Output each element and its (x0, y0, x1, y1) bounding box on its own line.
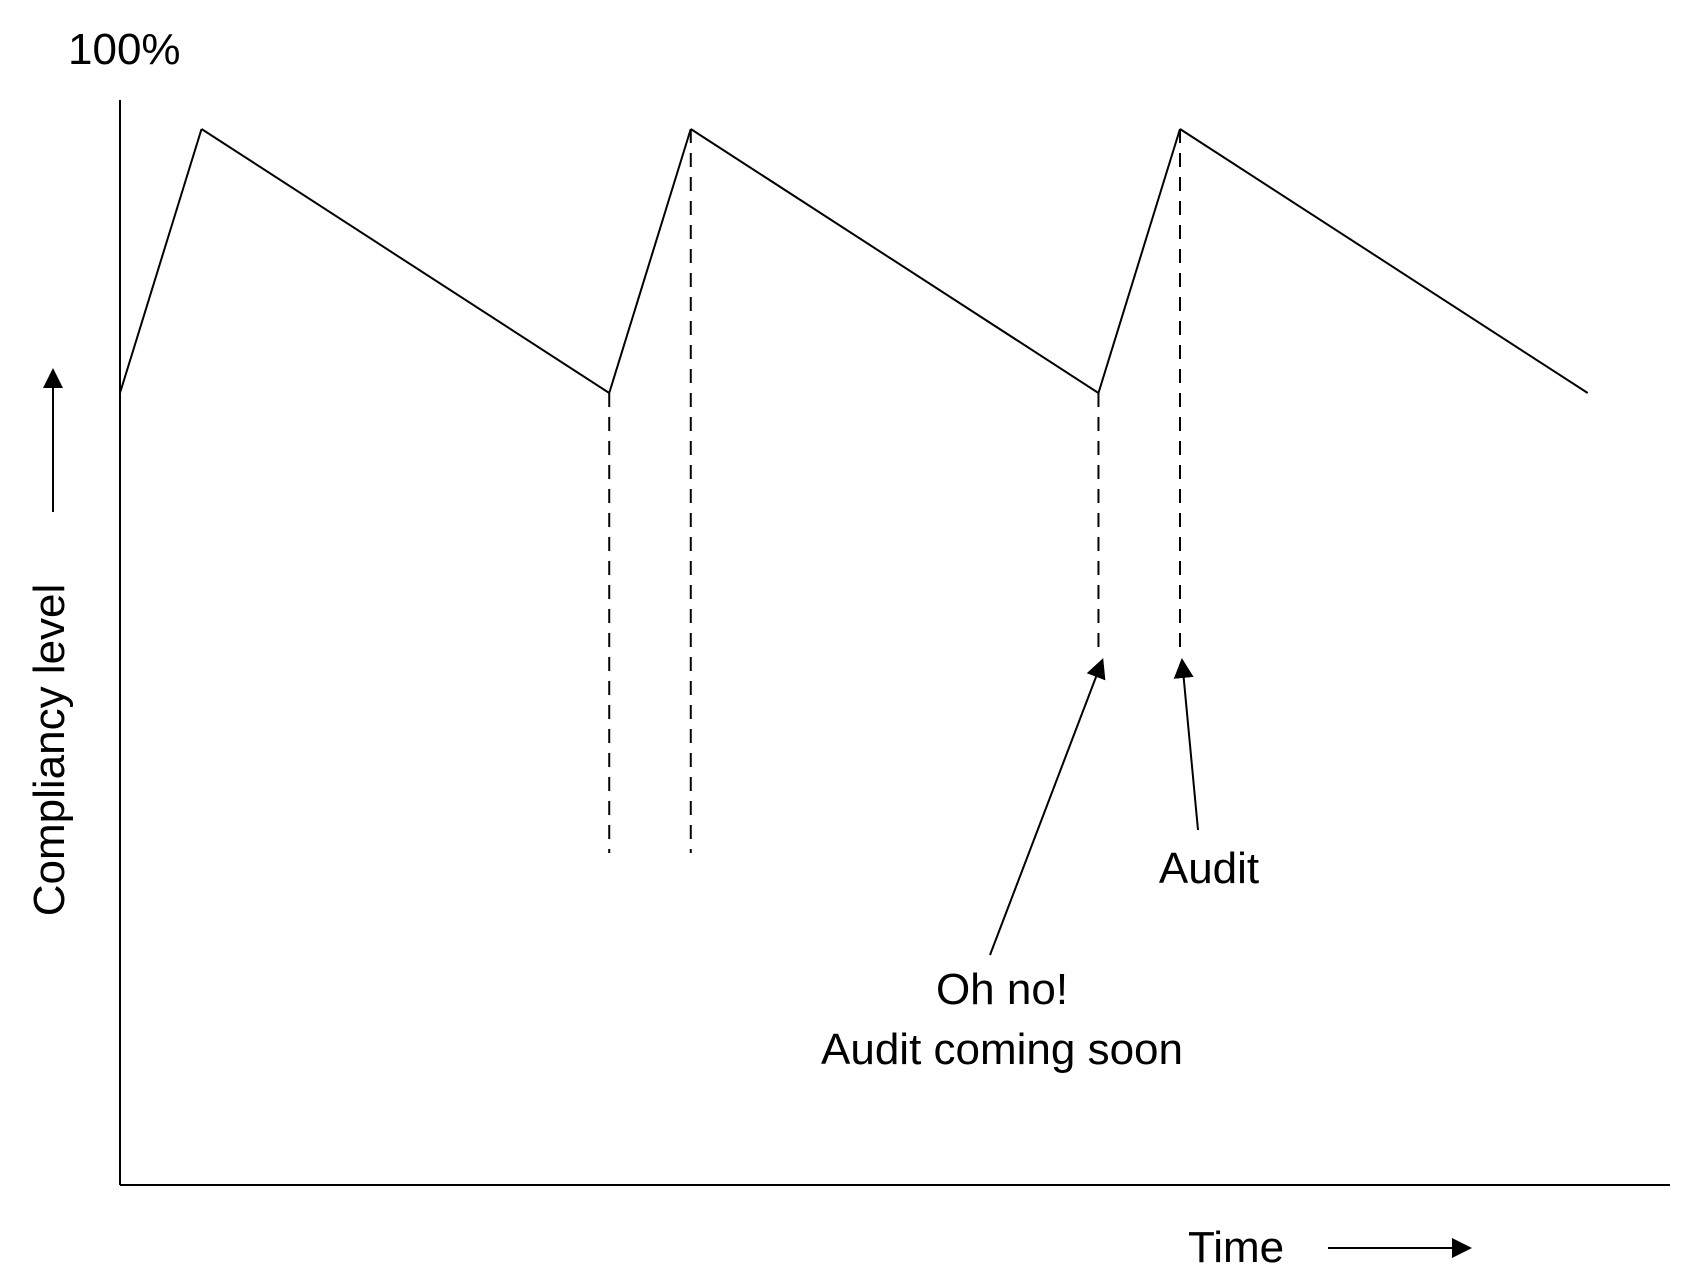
dashed-markers (608, 129, 1181, 853)
x-axis-label: Time (1188, 1223, 1284, 1272)
y-max-label: 100% (68, 25, 181, 74)
annotation-arrow-1 (989, 658, 1106, 956)
series-layer (119, 128, 1589, 394)
series-segment-3 (690, 128, 1100, 394)
audit-annotation: Audit (1159, 844, 1259, 893)
annotation-line-1-0: Oh no! (936, 965, 1068, 1014)
series-segment-5 (1179, 128, 1589, 394)
annotation-line-1-1: Audit coming soon (821, 1025, 1183, 1074)
annotation-line-0-0: Audit (1159, 844, 1259, 893)
series-segment-4 (1097, 128, 1181, 394)
annotation-arrow-0 (1173, 658, 1199, 831)
series-segment-1 (200, 128, 610, 394)
annotations-layer (989, 658, 1199, 956)
series-segment-2 (608, 128, 692, 394)
series-segment-0 (119, 128, 203, 394)
y-axis-label: Compliancy level (25, 584, 74, 917)
audit-coming-annotation: Oh no! Audit coming soon (821, 965, 1183, 1074)
chart-axes (43, 100, 1670, 1258)
